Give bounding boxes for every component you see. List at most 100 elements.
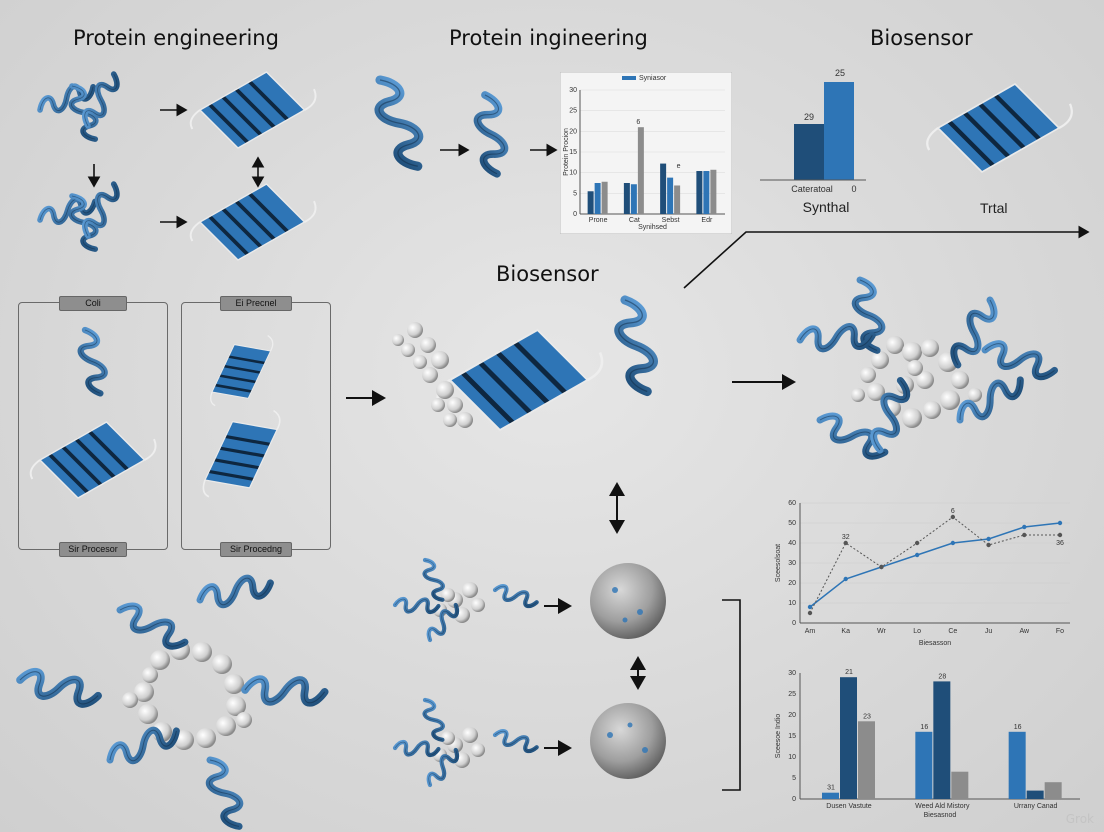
beta-sheet-icon xyxy=(191,72,316,148)
bar xyxy=(602,182,608,214)
data-point xyxy=(1022,533,1026,537)
data-point xyxy=(986,537,990,541)
bar xyxy=(595,183,601,214)
data-label: 28 xyxy=(938,673,946,680)
data-label: 32 xyxy=(842,534,850,541)
tick-label: 25 xyxy=(788,691,796,698)
data-label: 25 xyxy=(835,68,845,78)
bar xyxy=(674,185,680,214)
x-axis-label: Synihsed xyxy=(638,224,667,231)
bar xyxy=(1027,791,1044,799)
tick-label: 10 xyxy=(569,170,577,177)
x-tick-label: Ka xyxy=(841,628,850,635)
tick-label: 10 xyxy=(788,754,796,761)
tick-label: 20 xyxy=(788,712,796,719)
data-label: 23 xyxy=(863,713,871,720)
bar xyxy=(667,178,673,214)
data-label: 16 xyxy=(920,724,928,731)
tick-label: 30 xyxy=(788,560,796,567)
bar xyxy=(588,191,594,214)
chart-two-bars: 2925Cateratoal0Synthal xyxy=(760,62,870,226)
bar xyxy=(696,171,702,214)
y-axis-label: Protein Procion xyxy=(563,128,570,176)
data-point xyxy=(1058,533,1062,537)
data-label: 31 xyxy=(827,785,835,792)
tick-label: 15 xyxy=(788,733,796,740)
data-label: 0 xyxy=(851,184,856,194)
category-label: Sebst xyxy=(662,217,680,224)
protein-complex-icon xyxy=(798,277,1057,460)
x-axis-label: Biesasson xyxy=(919,640,951,647)
category-label: Dusen Vastute xyxy=(826,803,872,810)
data-point xyxy=(844,541,848,545)
category-label: Prone xyxy=(589,217,608,224)
bracket-line xyxy=(722,600,740,790)
protein-icon xyxy=(31,327,156,498)
legend-label: Syniasor xyxy=(639,75,667,82)
helix-cluster-icon xyxy=(361,74,515,176)
data-label: 6 xyxy=(951,508,955,515)
x-axis-label: Biesasnod xyxy=(924,812,957,819)
data-label: 6 xyxy=(636,119,640,126)
y-axis-label: Sceesolsoat xyxy=(775,544,782,582)
data-point xyxy=(879,565,883,569)
tick-label: 30 xyxy=(788,670,796,677)
data-label: 29 xyxy=(804,112,814,122)
y-axis-label: Sceesoe Indio xyxy=(775,714,782,758)
tick-label: 10 xyxy=(788,600,796,607)
bar xyxy=(1009,732,1026,799)
bar xyxy=(1045,782,1062,799)
protein-complex-icon xyxy=(18,567,325,831)
protein-complex-icon xyxy=(395,557,539,790)
data-label: 16 xyxy=(1014,724,1022,731)
data-label: 36 xyxy=(1056,540,1064,547)
x-tick-label: Ju xyxy=(985,628,993,635)
x-tick-label: Wr xyxy=(877,628,886,635)
data-point xyxy=(986,543,990,547)
series-line xyxy=(810,517,1060,613)
beta-sheet-icon xyxy=(927,84,1072,172)
arrow-icon xyxy=(684,232,1088,288)
tick-label: 0 xyxy=(573,211,577,218)
data-point xyxy=(808,611,812,615)
helix-cluster-icon xyxy=(36,69,120,142)
watermark-label: Grok xyxy=(1066,812,1094,826)
nanoparticle-icon xyxy=(590,563,666,779)
tick-label: 20 xyxy=(788,580,796,587)
data-point xyxy=(1022,525,1026,529)
bar xyxy=(631,184,637,214)
x-tick-label: Fo xyxy=(1056,628,1064,635)
bar xyxy=(660,164,666,214)
data-label: e xyxy=(677,163,681,170)
data-point xyxy=(1058,521,1062,525)
data-label: 21 xyxy=(845,669,853,676)
data-point xyxy=(915,541,919,545)
tick-label: 40 xyxy=(788,540,796,547)
x-tick-label: Lo xyxy=(913,628,921,635)
category-label: Cateratoal xyxy=(791,184,833,194)
tick-label: 25 xyxy=(569,108,577,115)
bar xyxy=(638,127,644,214)
tick-label: 5 xyxy=(792,775,796,782)
bar xyxy=(951,772,968,799)
protein-icon xyxy=(180,325,303,510)
tick-label: 50 xyxy=(788,520,796,527)
tick-label: 20 xyxy=(569,128,577,135)
tick-label: 0 xyxy=(792,796,796,803)
category-label: Weed Ald Mistory xyxy=(915,803,970,810)
bar xyxy=(710,170,716,214)
category-label: Cat xyxy=(629,217,640,224)
arrow-icon xyxy=(346,382,794,748)
bar xyxy=(840,677,857,799)
bar xyxy=(624,183,630,214)
protein-complex-icon xyxy=(392,296,668,430)
data-point xyxy=(808,605,812,609)
data-point xyxy=(844,577,848,581)
bar xyxy=(824,82,854,180)
